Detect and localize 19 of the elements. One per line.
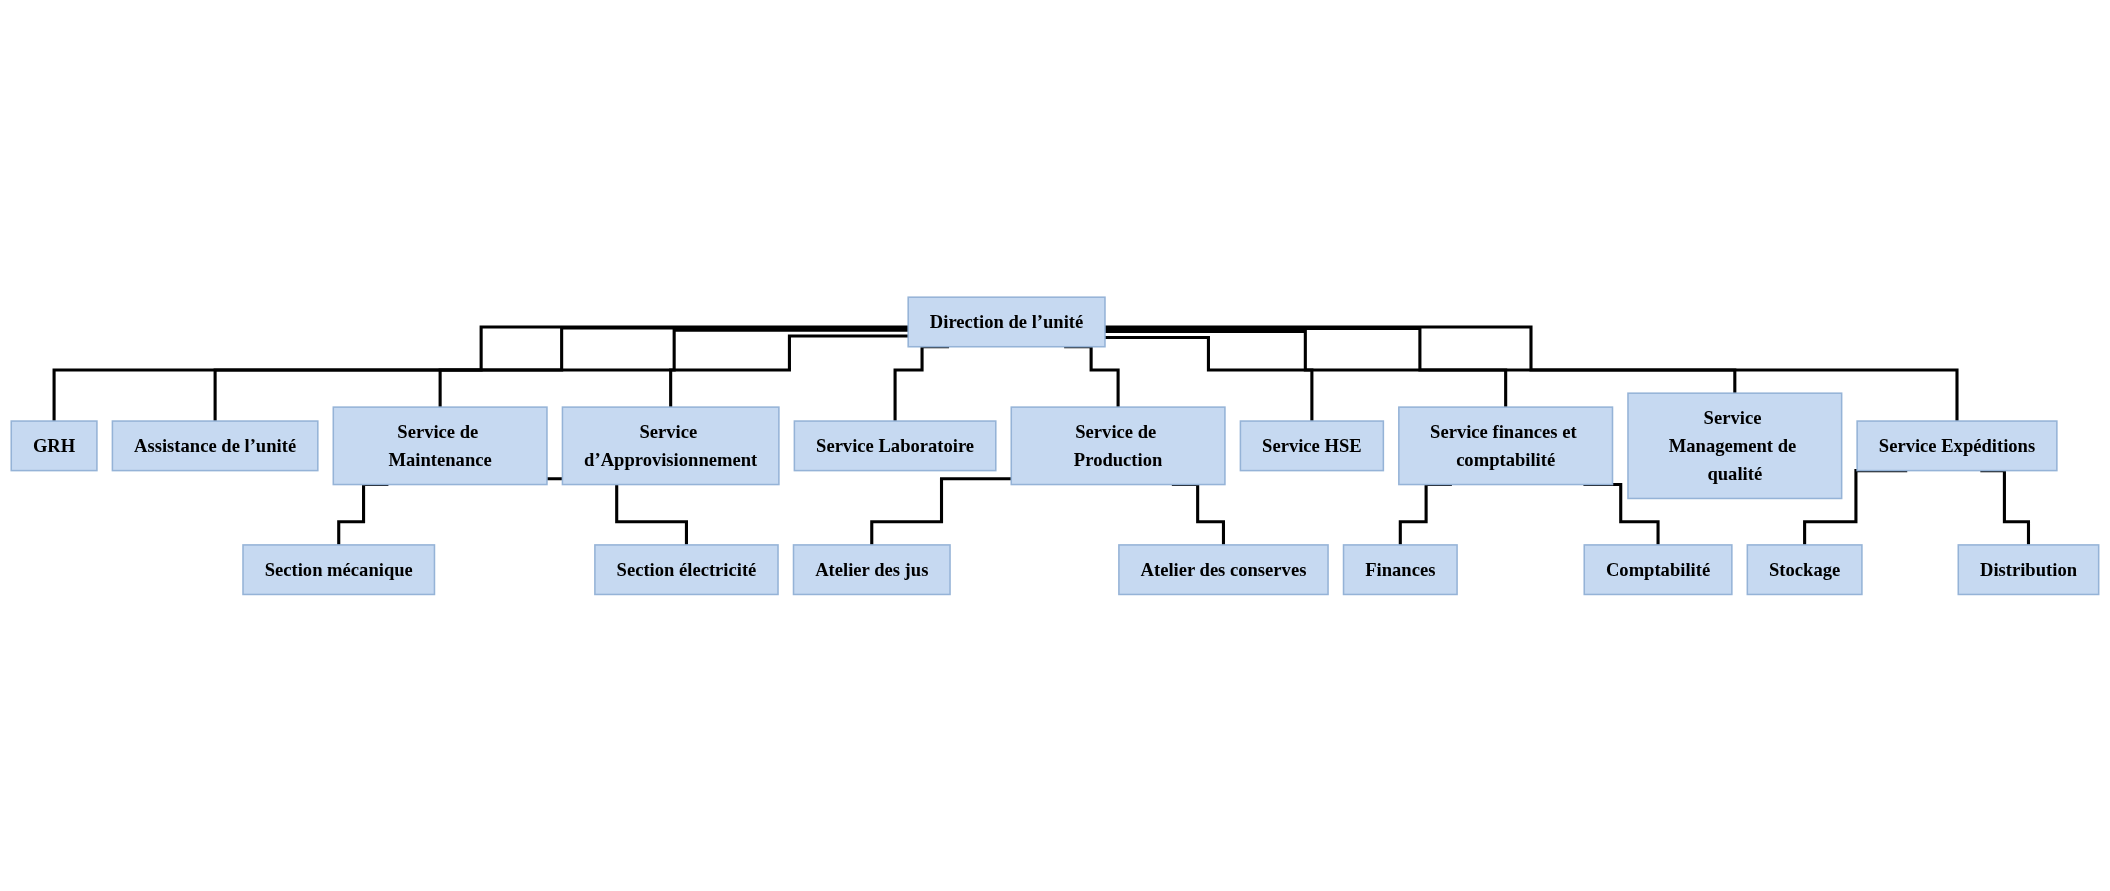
node-box: Section mécanique: [242, 543, 436, 595]
node-box: Service Laboratoire: [793, 419, 997, 472]
node-box: Service Expéditions: [1856, 419, 2058, 472]
node-box: Finances: [1342, 543, 1458, 595]
node-box: Service d’Approvisionnement: [561, 406, 780, 485]
node-box: GRH: [10, 419, 98, 472]
node-box: Distribution: [1957, 543, 2100, 595]
node-box: Direction de l’unité: [907, 296, 1106, 348]
node-box: Service Management de qualité: [1627, 392, 1843, 499]
node-box: Comptabilité: [1583, 543, 1733, 595]
node-box: Stockage: [1746, 543, 1863, 595]
node-box: Service HSE: [1239, 419, 1385, 472]
node-box: Atelier des jus: [792, 543, 951, 595]
node-box: Assistance de l’unité: [111, 419, 319, 472]
node-box: Section électricité: [594, 543, 779, 595]
node-box: Atelier des conserves: [1118, 543, 1329, 595]
node-box: Service de Production: [1010, 406, 1226, 485]
node-box: Service finances et comptabilité: [1398, 406, 1614, 485]
node-box: Service de Maintenance: [332, 406, 548, 485]
